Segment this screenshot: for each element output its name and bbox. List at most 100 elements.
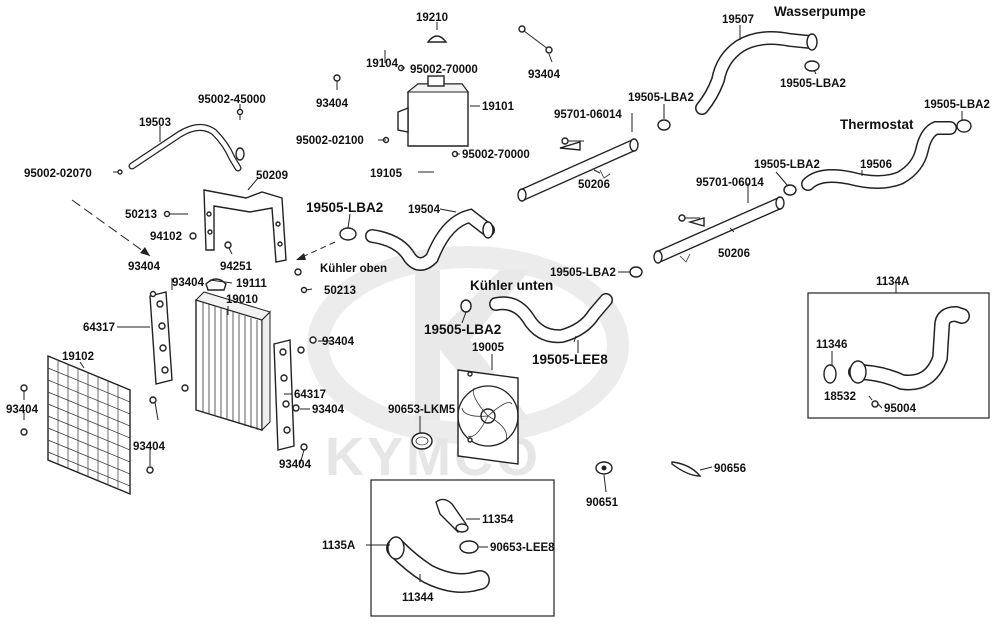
- label-19503: 19503: [139, 117, 171, 129]
- clamp-lower-pipe: [629, 266, 643, 278]
- label-90651: 90651: [586, 497, 619, 509]
- label-19210: 19210: [416, 12, 448, 24]
- label-19504: 19504: [408, 204, 441, 216]
- label-90653-lee8: 90653-LEE8: [490, 542, 555, 554]
- label-50209: 50209: [256, 170, 288, 182]
- hose-19506: [801, 121, 957, 191]
- clamp-kuehler-unten: [460, 299, 472, 313]
- label-95002-02100: 95002-02100: [296, 135, 364, 147]
- bracket-50209: [163, 189, 308, 294]
- label-94251: 94251: [220, 261, 253, 273]
- guide-line-left: [71, 199, 151, 257]
- label-19505-lba2-b: 19505-LBA2: [754, 159, 820, 171]
- label-93404-g: 93404: [6, 404, 39, 416]
- annotation-thermostat: Thermostat: [840, 117, 914, 132]
- clamp-thermostat: [783, 119, 972, 196]
- clamp-90653-lkm5: [411, 432, 433, 450]
- label-93404-e: 93404: [322, 336, 355, 348]
- clamp-90653-lee8: [459, 540, 479, 554]
- label-11354: 11354: [482, 514, 514, 526]
- hose-19105: [397, 148, 453, 197]
- arrow-left: [140, 247, 150, 256]
- label-19010: 19010: [226, 294, 258, 306]
- label-95701-06014-b: 95701-06014: [696, 177, 764, 189]
- label-95002-70000-a: 95002-70000: [410, 64, 478, 76]
- annotation-kuehler-oben: Kühler oben: [320, 263, 387, 275]
- mount-64317-right: [273, 336, 317, 451]
- cap-19210: [426, 24, 448, 43]
- label-19105: 19105: [370, 168, 403, 180]
- label-1134A: 1134A: [876, 276, 909, 288]
- label-50213-b: 50213: [324, 285, 356, 297]
- label-93404-i: 93404: [279, 459, 312, 471]
- label-64317-a: 64317: [83, 322, 115, 334]
- annotation-wasserpumpe: Wasserpumpe: [774, 4, 866, 19]
- label-95002-70000-b: 95002-70000: [462, 149, 530, 161]
- label-50206-b: 50206: [718, 248, 750, 260]
- label-93404-f: 93404: [312, 404, 345, 416]
- expansion-tank-19101: [397, 75, 469, 147]
- radiator-19010: [195, 278, 271, 432]
- mount-64317-left: [149, 290, 173, 385]
- label-95002-02070: 95002-02070: [24, 168, 92, 180]
- label-95701-06014-a: 95701-06014: [554, 109, 622, 121]
- label-19505-lba2-c: 19505-LBA2: [550, 267, 616, 279]
- label-11344: 11344: [402, 592, 434, 604]
- label-11346: 11346: [816, 339, 847, 351]
- hose-19507: [695, 31, 818, 115]
- grille-19102: [47, 354, 131, 496]
- part-labels: 19210 19507 19104 95002-70000 93404 9340…: [6, 12, 990, 604]
- label-93404-h: 93404: [133, 441, 166, 453]
- clamp-upper-pipe: [657, 119, 671, 131]
- guide-line-right: [299, 241, 336, 259]
- label-19505-lba2-a: 19505-LBA2: [628, 92, 694, 104]
- hose-19503: [117, 124, 245, 175]
- label-90653-lkm5: 90653-LKM5: [388, 404, 456, 416]
- label-93404-b: 93404: [528, 69, 561, 81]
- hose-11344: [386, 536, 490, 593]
- hose-11346: [823, 305, 970, 408]
- hose-19504: [365, 208, 495, 271]
- label-1135A: 1135A: [322, 540, 355, 552]
- hose-kuehler-unten: [489, 293, 613, 344]
- arrow-right: [296, 253, 306, 260]
- label-19505-lba2-big: 19505-LBA2: [306, 200, 383, 215]
- label-93404-d: 93404: [172, 277, 205, 289]
- label-19111: 19111: [236, 278, 267, 290]
- fan-19005: [457, 369, 519, 465]
- pipe-50206-upper: [517, 137, 639, 202]
- elbow-11354: [435, 498, 469, 533]
- annotation-kuehler-unten: Kühler unten: [470, 278, 553, 293]
- label-19005: 19005: [472, 342, 505, 354]
- label-19506: 19506: [860, 159, 892, 171]
- label-19101: 19101: [482, 101, 515, 113]
- leader-lines: [23, 22, 963, 582]
- label-50206-a: 50206: [578, 179, 610, 191]
- label-93404-a: 93404: [316, 98, 349, 110]
- label-50213-a: 50213: [125, 209, 157, 221]
- label-19505-lba2-wp: 19505-LBA2: [780, 78, 846, 90]
- label-95002-45000: 95002-45000: [198, 94, 266, 106]
- clamp-19504: [339, 227, 357, 241]
- label-18532: 18532: [824, 391, 856, 403]
- label-19505-lba2-d: 19505-LBA2: [424, 322, 501, 337]
- pipe-50206-lower: [653, 196, 785, 264]
- grommet-90651: [595, 461, 613, 475]
- screws-top: [236, 25, 553, 158]
- label-93404-c: 93404: [128, 261, 161, 273]
- clamp-wasserpumpe: [804, 60, 820, 72]
- hose-19104: [379, 37, 401, 108]
- label-64317-b: 64317: [294, 389, 326, 401]
- label-19102: 19102: [62, 351, 94, 363]
- screws-grille: [20, 384, 189, 474]
- label-90656: 90656: [714, 463, 746, 475]
- annotations: Wasserpumpe Thermostat Kühler oben Kühle…: [320, 4, 914, 293]
- label-95004: 95004: [884, 403, 917, 415]
- label-94102: 94102: [150, 231, 182, 243]
- label-19104: 19104: [366, 58, 399, 70]
- label-19505-lba2-th: 19505-LBA2: [924, 99, 990, 111]
- label-19507: 19507: [722, 14, 754, 26]
- tie-90656: [671, 461, 702, 477]
- label-19505-lee8: 19505-LEE8: [532, 352, 608, 367]
